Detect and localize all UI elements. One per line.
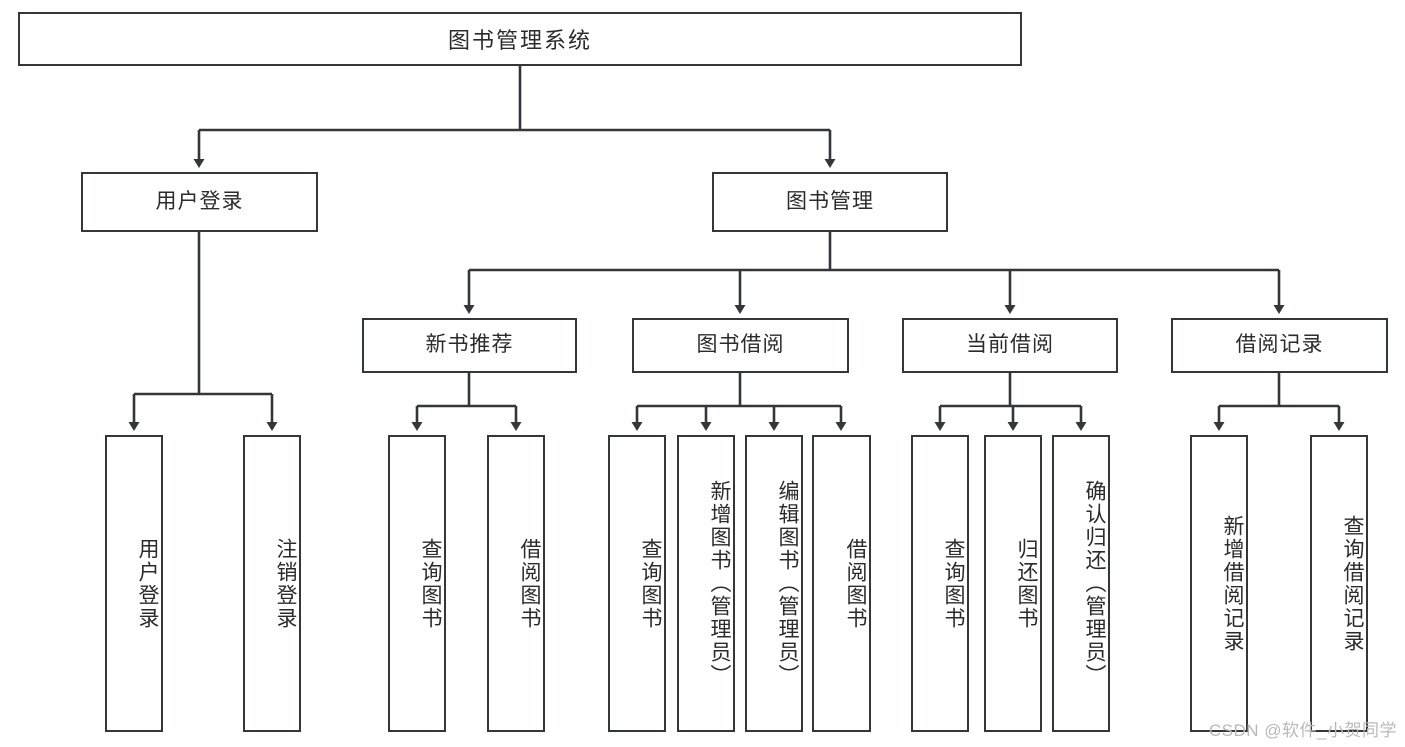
leaf-query-book-1[interactable]: 查询图书	[388, 435, 446, 732]
leaf-query-record-label: 查询借阅记录	[1341, 514, 1364, 653]
leaf-user-logout-label: 注销登录	[274, 537, 297, 630]
leaf-confirm-return[interactable]: 确认归还（管理员）	[1052, 435, 1110, 732]
leaf-add-book[interactable]: 新增图书（管理员）	[677, 435, 735, 732]
node-user-login[interactable]: 用户登录	[81, 172, 318, 232]
leaf-return-book-label: 归还图书	[1015, 537, 1038, 630]
node-current-borrow-label: 当前借阅	[966, 333, 1054, 357]
leaf-user-login-label: 用户登录	[136, 537, 159, 630]
leaf-borrow-book-1-label: 借阅图书	[518, 537, 541, 630]
node-borrow-record-label: 借阅记录	[1235, 333, 1324, 357]
leaf-query-record[interactable]: 查询借阅记录	[1310, 435, 1368, 732]
leaf-add-record[interactable]: 新增借阅记录	[1190, 435, 1248, 732]
leaf-borrow-book-2[interactable]: 借阅图书	[812, 435, 871, 732]
node-new-book-recommend-label: 新书推荐	[425, 333, 514, 357]
csdn-watermark: CSDN @软件_小贺同学	[1208, 721, 1397, 740]
leaf-query-book-3[interactable]: 查询图书	[911, 435, 969, 732]
node-root[interactable]: 图书管理系统	[18, 12, 1022, 66]
leaf-user-logout[interactable]: 注销登录	[243, 435, 301, 732]
leaf-return-book[interactable]: 归还图书	[984, 435, 1042, 732]
leaf-query-book-1-label: 查询图书	[419, 537, 442, 630]
node-user-login-label: 用户登录	[155, 189, 244, 213]
node-book-manage-label: 图书管理	[786, 189, 874, 213]
node-borrow-record[interactable]: 借阅记录	[1171, 318, 1388, 373]
leaf-query-book-2-label: 查询图书	[639, 537, 662, 630]
leaf-add-record-label: 新增借阅记录	[1221, 514, 1244, 653]
leaf-edit-book[interactable]: 编辑图书（管理员）	[745, 435, 803, 732]
leaf-add-book-label: 新增图书（管理员）	[708, 480, 731, 687]
node-root-label: 图书管理系统	[447, 28, 592, 53]
leaf-confirm-return-label: 确认归还（管理员）	[1083, 480, 1106, 687]
leaf-query-book-2[interactable]: 查询图书	[608, 435, 666, 732]
node-new-book-recommend[interactable]: 新书推荐	[362, 318, 577, 373]
leaf-edit-book-label: 编辑图书（管理员）	[776, 480, 799, 687]
leaf-borrow-book-1[interactable]: 借阅图书	[487, 435, 545, 732]
node-book-borrow-label: 图书借阅	[696, 333, 785, 357]
leaf-query-book-3-label: 查询图书	[942, 537, 965, 630]
leaf-borrow-book-2-label: 借阅图书	[844, 537, 867, 630]
leaf-user-login[interactable]: 用户登录	[105, 435, 163, 732]
node-current-borrow[interactable]: 当前借阅	[902, 318, 1118, 373]
node-book-borrow[interactable]: 图书借阅	[632, 318, 849, 373]
node-book-manage[interactable]: 图书管理	[712, 172, 948, 232]
